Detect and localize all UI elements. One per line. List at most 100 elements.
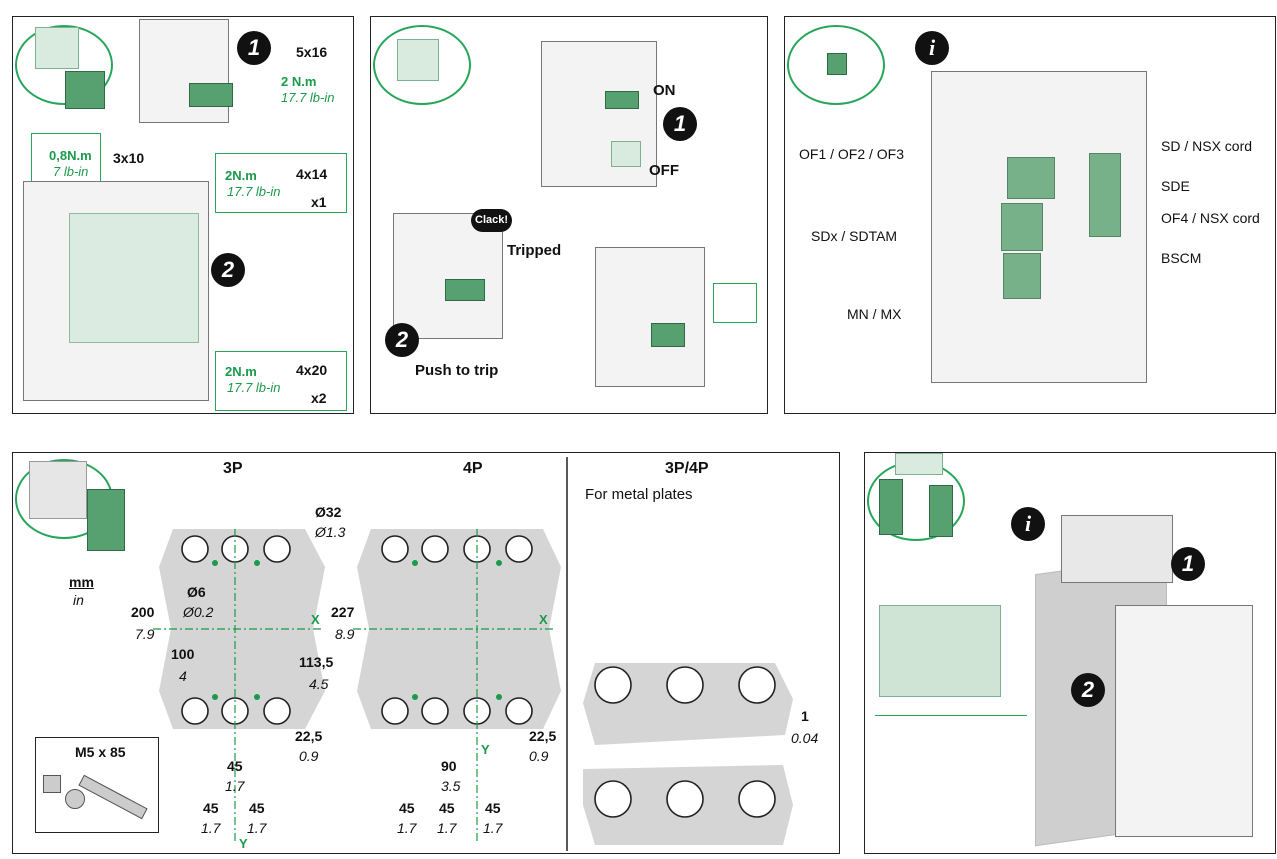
step-1-badge: 1 bbox=[663, 107, 697, 141]
height-100-in: 4 bbox=[179, 668, 187, 684]
screw-size-mid: 4x14 bbox=[296, 166, 328, 182]
breaker-trip-illustration bbox=[393, 213, 503, 339]
step-2-badge: 2 bbox=[1071, 673, 1105, 707]
pitch-45-b-in: 1.7 bbox=[247, 820, 267, 836]
hole-diameter-in: Ø1.3 bbox=[315, 524, 346, 540]
mounting-plate-icon bbox=[29, 461, 87, 519]
height-1135-mm: 113,5 bbox=[299, 654, 334, 670]
accessory-cover-green bbox=[69, 213, 199, 343]
shield-kit-green bbox=[879, 605, 1001, 697]
cover-block-icon bbox=[65, 71, 105, 109]
torque-left-lbin: 7 lb-in bbox=[53, 164, 89, 179]
label-sde: SDE bbox=[1161, 178, 1190, 194]
push-to-trip-label: Push to trip bbox=[415, 362, 499, 379]
washer-icon bbox=[65, 789, 85, 809]
hole-diameter-mm: Ø32 bbox=[315, 504, 342, 520]
pitch-45-a-mm: 45 bbox=[203, 800, 219, 816]
x-axis-4p: X bbox=[539, 612, 548, 627]
x-axis-3p: X bbox=[311, 612, 320, 627]
screw-qty-mid: x1 bbox=[311, 194, 327, 210]
y-axis-3p: Y bbox=[239, 836, 248, 851]
pitch-45-b-mm: 45 bbox=[249, 800, 265, 816]
tripped-label: Tripped bbox=[507, 242, 562, 259]
label-of4: OF4 / NSX cord bbox=[1161, 210, 1260, 226]
terminal-shield-icon-left bbox=[879, 479, 903, 535]
y-axis-4p: Y bbox=[481, 742, 490, 757]
torque-mid-lbin: 17.7 lb-in bbox=[227, 184, 281, 199]
height-1135-in: 4.5 bbox=[309, 676, 329, 692]
info-icon: i bbox=[915, 31, 949, 65]
accessories-logo bbox=[787, 25, 885, 105]
accessory-slot-mnmx bbox=[1003, 253, 1041, 299]
pitch-45-c-in: 1.7 bbox=[397, 820, 417, 836]
subtitle-metal-plates: For metal plates bbox=[585, 486, 693, 503]
spacing-90-in: 3.5 bbox=[441, 778, 461, 794]
info-icon: i bbox=[1011, 507, 1045, 541]
label-mnmx: MN / MX bbox=[847, 306, 902, 322]
panel-accessory-cover: 1 5x16 2 N.m 17.7 lb-in 0,8N.m 7 lb-in 3… bbox=[12, 16, 354, 414]
accessory-slot-sd bbox=[1089, 153, 1121, 237]
trip-logo bbox=[373, 25, 471, 105]
unit-mm: mm bbox=[69, 574, 94, 590]
accessory-slot-sdx bbox=[1001, 203, 1043, 251]
offset-225-3p-mm: 22,5 bbox=[295, 728, 323, 744]
terminal-shield-icon-right bbox=[929, 485, 953, 537]
label-of: OF1 / OF2 / OF3 bbox=[799, 146, 905, 162]
cover-cube-icon bbox=[35, 27, 79, 69]
title-4p: 4P bbox=[463, 460, 483, 477]
cover-removal-logo bbox=[15, 25, 113, 105]
handle-on bbox=[605, 91, 639, 109]
cover-block bbox=[189, 83, 233, 107]
panel-mounting-dimensions: mm in 3P 4P 3P/4P For metal plates bbox=[12, 452, 840, 854]
pitch-45-d-mm: 45 bbox=[439, 800, 455, 816]
offset-225-3p-in: 0.9 bbox=[299, 748, 319, 764]
height-200-in: 7.9 bbox=[135, 626, 155, 642]
dimension-drawing bbox=[153, 457, 793, 851]
height-200-mm: 200 bbox=[131, 604, 155, 620]
off-label: OFF bbox=[649, 162, 679, 179]
spacing-90-mm: 90 bbox=[441, 758, 457, 774]
unit-in: in bbox=[73, 592, 84, 608]
offset-225-4p-in: 0.9 bbox=[529, 748, 549, 764]
panel-terminal-shield: i 1 2 bbox=[864, 452, 1276, 854]
trip-cube-icon bbox=[397, 39, 439, 81]
breaker-top-illustration bbox=[139, 19, 229, 123]
spacing-45-mm: 45 bbox=[227, 758, 243, 774]
torque-bottom-value: 2N.m bbox=[225, 364, 257, 379]
title-3p4p: 3P/4P bbox=[665, 460, 709, 477]
mounting-block-icon bbox=[87, 489, 125, 551]
height-227-mm: 227 bbox=[331, 604, 355, 620]
screw-size-left: 3x10 bbox=[113, 150, 145, 166]
torque-left-value: 0,8N.m bbox=[49, 148, 92, 163]
accessories-cube-icon bbox=[827, 53, 847, 75]
breaker-shield-illustration bbox=[1115, 605, 1253, 837]
pitch-45-c-mm: 45 bbox=[399, 800, 415, 816]
torque-bottom-lbin: 17.7 lb-in bbox=[227, 380, 281, 395]
pitch-45-e-in: 1.7 bbox=[483, 820, 503, 836]
step-1-badge: 1 bbox=[1171, 547, 1205, 581]
shield-kit-underline bbox=[875, 715, 1027, 716]
panel-accessories: i OF1 / OF2 / OF3 SDx / SDTAM MN / MX SD… bbox=[784, 16, 1276, 414]
torque-top-lbin: 17.7 lb-in bbox=[281, 90, 335, 105]
plate-thickness-in: 0.04 bbox=[791, 730, 819, 746]
step-2-badge: 2 bbox=[211, 253, 245, 287]
accessory-slot-of bbox=[1007, 157, 1055, 199]
terminal-shield-icon-top bbox=[895, 453, 943, 475]
pitch-45-a-in: 1.7 bbox=[201, 820, 221, 836]
breaker-tripped-illustration bbox=[595, 247, 705, 387]
screw-size-bottom: 4x20 bbox=[296, 362, 328, 378]
handle-tripped bbox=[445, 279, 485, 301]
title-3p: 3P bbox=[223, 460, 243, 477]
panel-trip-test: ON 1 OFF Clack! Tripped 2 Push to trip bbox=[370, 16, 768, 414]
pitch-45-d-in: 1.7 bbox=[437, 820, 457, 836]
torque-box-mid bbox=[215, 153, 347, 213]
torque-mid-value: 2N.m bbox=[225, 168, 257, 183]
torque-box-bottom bbox=[215, 351, 347, 411]
clack-label: Clack! bbox=[471, 209, 513, 232]
spacing-45-in: 1.7 bbox=[225, 778, 245, 794]
step-2-badge: 2 bbox=[385, 323, 419, 357]
handle-off bbox=[611, 141, 641, 167]
pitch-45-e-mm: 45 bbox=[485, 800, 501, 816]
screw-qty-bottom: x2 bbox=[311, 390, 327, 406]
on-label: ON bbox=[653, 82, 676, 99]
